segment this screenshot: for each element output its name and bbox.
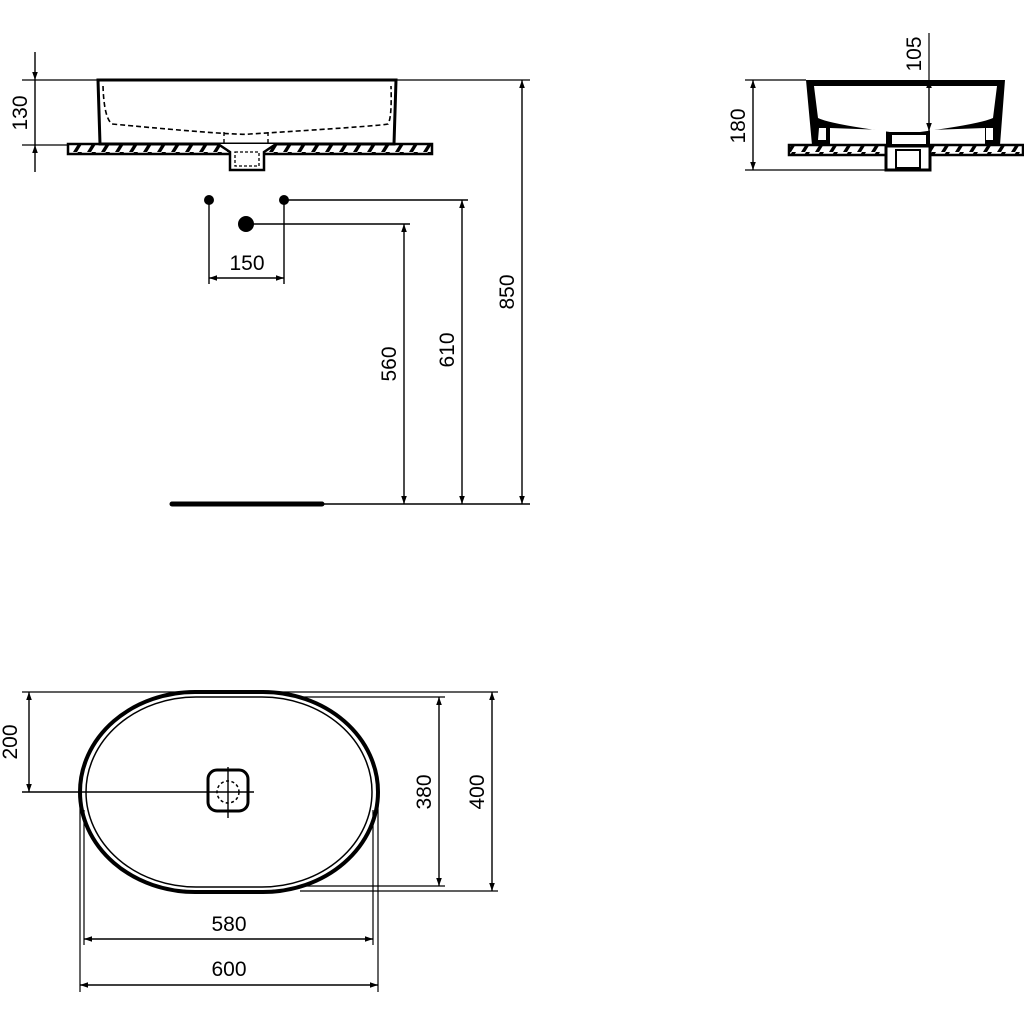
dim-total-height: 180 [727,108,750,143]
waste-outlet [217,142,277,172]
dim-outer-depth: 400 [466,774,489,809]
dim-supply-height: 610 [436,332,459,367]
dim-inner-width: 580 [211,913,246,936]
dim-bowl-depth: 105 [903,36,926,71]
dim-waste-height: 560 [378,346,401,381]
dim-basin-height: 130 [9,95,32,130]
dim-inner-depth: 380 [413,774,436,809]
side-section-view: 180 105 [727,33,1024,172]
dim-tap-spacing: 150 [229,252,264,275]
installation-view: 150 560 610 850 [169,80,530,507]
dim-half-depth: 200 [0,724,22,759]
bowl-hidden-line [102,85,392,136]
front-section-view: 130 [9,52,530,172]
plan-view: 200 380 400 580 600 [0,690,498,992]
basin-outline [96,78,398,146]
dim-countertop-height: 850 [496,274,519,309]
dim-outer-width: 600 [211,958,246,981]
